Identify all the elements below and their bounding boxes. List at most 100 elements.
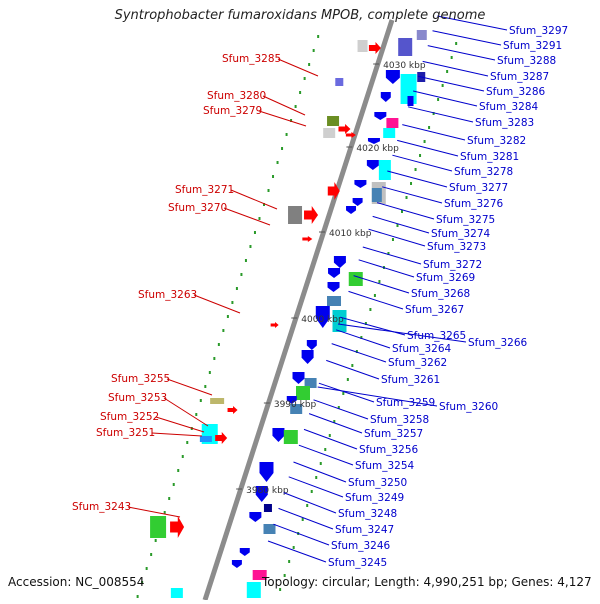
label-leader-line xyxy=(288,476,344,498)
gene-feature xyxy=(290,404,303,414)
track-tick xyxy=(441,84,444,87)
track-tick xyxy=(446,70,449,73)
forward-gene-label: Sfum_3263 xyxy=(138,289,197,301)
track-tick xyxy=(168,497,171,500)
track-tick xyxy=(283,574,286,577)
track-tick xyxy=(355,350,358,353)
track-tick xyxy=(310,490,313,493)
track-tick xyxy=(141,581,144,584)
track-tick xyxy=(294,105,297,108)
track-tick xyxy=(373,294,376,297)
gene-feature xyxy=(170,588,183,598)
track-tick xyxy=(396,224,399,227)
track-tick xyxy=(303,77,306,80)
label-leader-line xyxy=(127,506,181,518)
gene-feature xyxy=(327,282,340,292)
label-leader-line xyxy=(230,189,278,210)
track-tick xyxy=(285,133,288,136)
track-tick xyxy=(145,567,148,570)
ruler-label: 3990 kbp xyxy=(274,400,317,410)
gene-feature xyxy=(368,42,381,54)
label-leader-line xyxy=(326,359,380,380)
label-leader-line xyxy=(262,95,306,116)
track-tick xyxy=(150,553,153,556)
track-tick xyxy=(199,399,202,402)
gene-feature xyxy=(231,560,242,568)
label-leader-line xyxy=(283,492,337,514)
track-tick xyxy=(333,420,336,423)
gene-feature xyxy=(170,516,185,538)
ruler-label: 4020 kbp xyxy=(356,144,399,154)
reverse-gene-label: Sfum_3257 xyxy=(364,428,423,440)
reverse-gene-label: Sfum_3258 xyxy=(370,414,429,426)
gene-feature xyxy=(210,398,225,404)
label-leader-line xyxy=(358,259,415,278)
label-leader-line xyxy=(293,461,347,483)
gene-feature xyxy=(306,340,317,350)
label-leader-line xyxy=(353,275,410,294)
track-tick xyxy=(400,210,403,213)
label-leader-line xyxy=(402,124,466,141)
label-leader-line xyxy=(277,58,319,77)
reverse-gene-label: Sfum_3265 xyxy=(407,330,466,342)
track-tick xyxy=(428,126,431,129)
track-tick xyxy=(279,588,282,591)
track-tick xyxy=(315,476,318,479)
gene-feature xyxy=(323,128,336,138)
forward-gene-label: Sfum_3271 xyxy=(175,184,234,196)
track-tick xyxy=(195,413,198,416)
gene-feature xyxy=(374,112,387,120)
track-tick xyxy=(328,434,331,437)
reverse-gene-label: Sfum_3266 xyxy=(468,337,528,349)
reverse-gene-label: Sfum_3282 xyxy=(467,135,526,147)
label-leader-line xyxy=(258,110,307,127)
gene-feature xyxy=(246,582,261,598)
track-tick xyxy=(450,56,453,59)
label-leader-line xyxy=(432,30,502,46)
gene-feature xyxy=(345,132,356,138)
gene-feature xyxy=(304,378,317,388)
track-tick xyxy=(208,371,211,374)
reverse-gene-label: Sfum_3272 xyxy=(423,259,482,271)
track-tick xyxy=(364,322,367,325)
reverse-gene-label: Sfum_3287 xyxy=(490,71,549,83)
label-leader-line xyxy=(422,60,489,77)
track-tick xyxy=(387,252,390,255)
track-tick xyxy=(292,546,295,549)
track-tick xyxy=(222,329,225,332)
gene-feature xyxy=(263,504,272,512)
gene-feature xyxy=(366,160,379,170)
gene-feature xyxy=(380,92,391,102)
reverse-gene-label: Sfum_3281 xyxy=(460,151,519,163)
reverse-gene-label: Sfum_3286 xyxy=(486,86,546,98)
forward-gene-label: Sfum_3251 xyxy=(96,427,155,439)
track-tick xyxy=(317,35,320,38)
label-leader-line xyxy=(437,15,508,31)
forward-gene-label: Sfum_3280 xyxy=(207,90,266,102)
track-tick xyxy=(351,364,354,367)
forward-gene-label: Sfum_3270 xyxy=(168,202,227,214)
gene-feature xyxy=(252,570,267,580)
track-tick xyxy=(378,280,381,283)
track-tick xyxy=(154,539,157,542)
track-tick xyxy=(324,448,327,451)
label-leader-line xyxy=(387,170,448,188)
track-tick xyxy=(258,217,261,220)
reverse-gene-label: Sfum_3260 xyxy=(439,401,498,413)
track-tick xyxy=(360,336,363,339)
label-leader-line xyxy=(318,382,375,403)
track-tick xyxy=(342,392,345,395)
reverse-gene-label: Sfum_3273 xyxy=(427,241,486,253)
track-tick xyxy=(163,511,166,514)
track-tick xyxy=(249,245,252,248)
forward-gene-label: Sfum_3285 xyxy=(222,53,281,65)
track-tick xyxy=(226,315,229,318)
track-tick xyxy=(419,154,422,157)
reverse-gene-label: Sfum_3245 xyxy=(328,557,387,569)
label-leader-line xyxy=(308,413,363,434)
track-tick xyxy=(276,161,279,164)
reverse-gene-label: Sfum_3288 xyxy=(497,55,556,67)
gene-feature xyxy=(292,372,305,384)
